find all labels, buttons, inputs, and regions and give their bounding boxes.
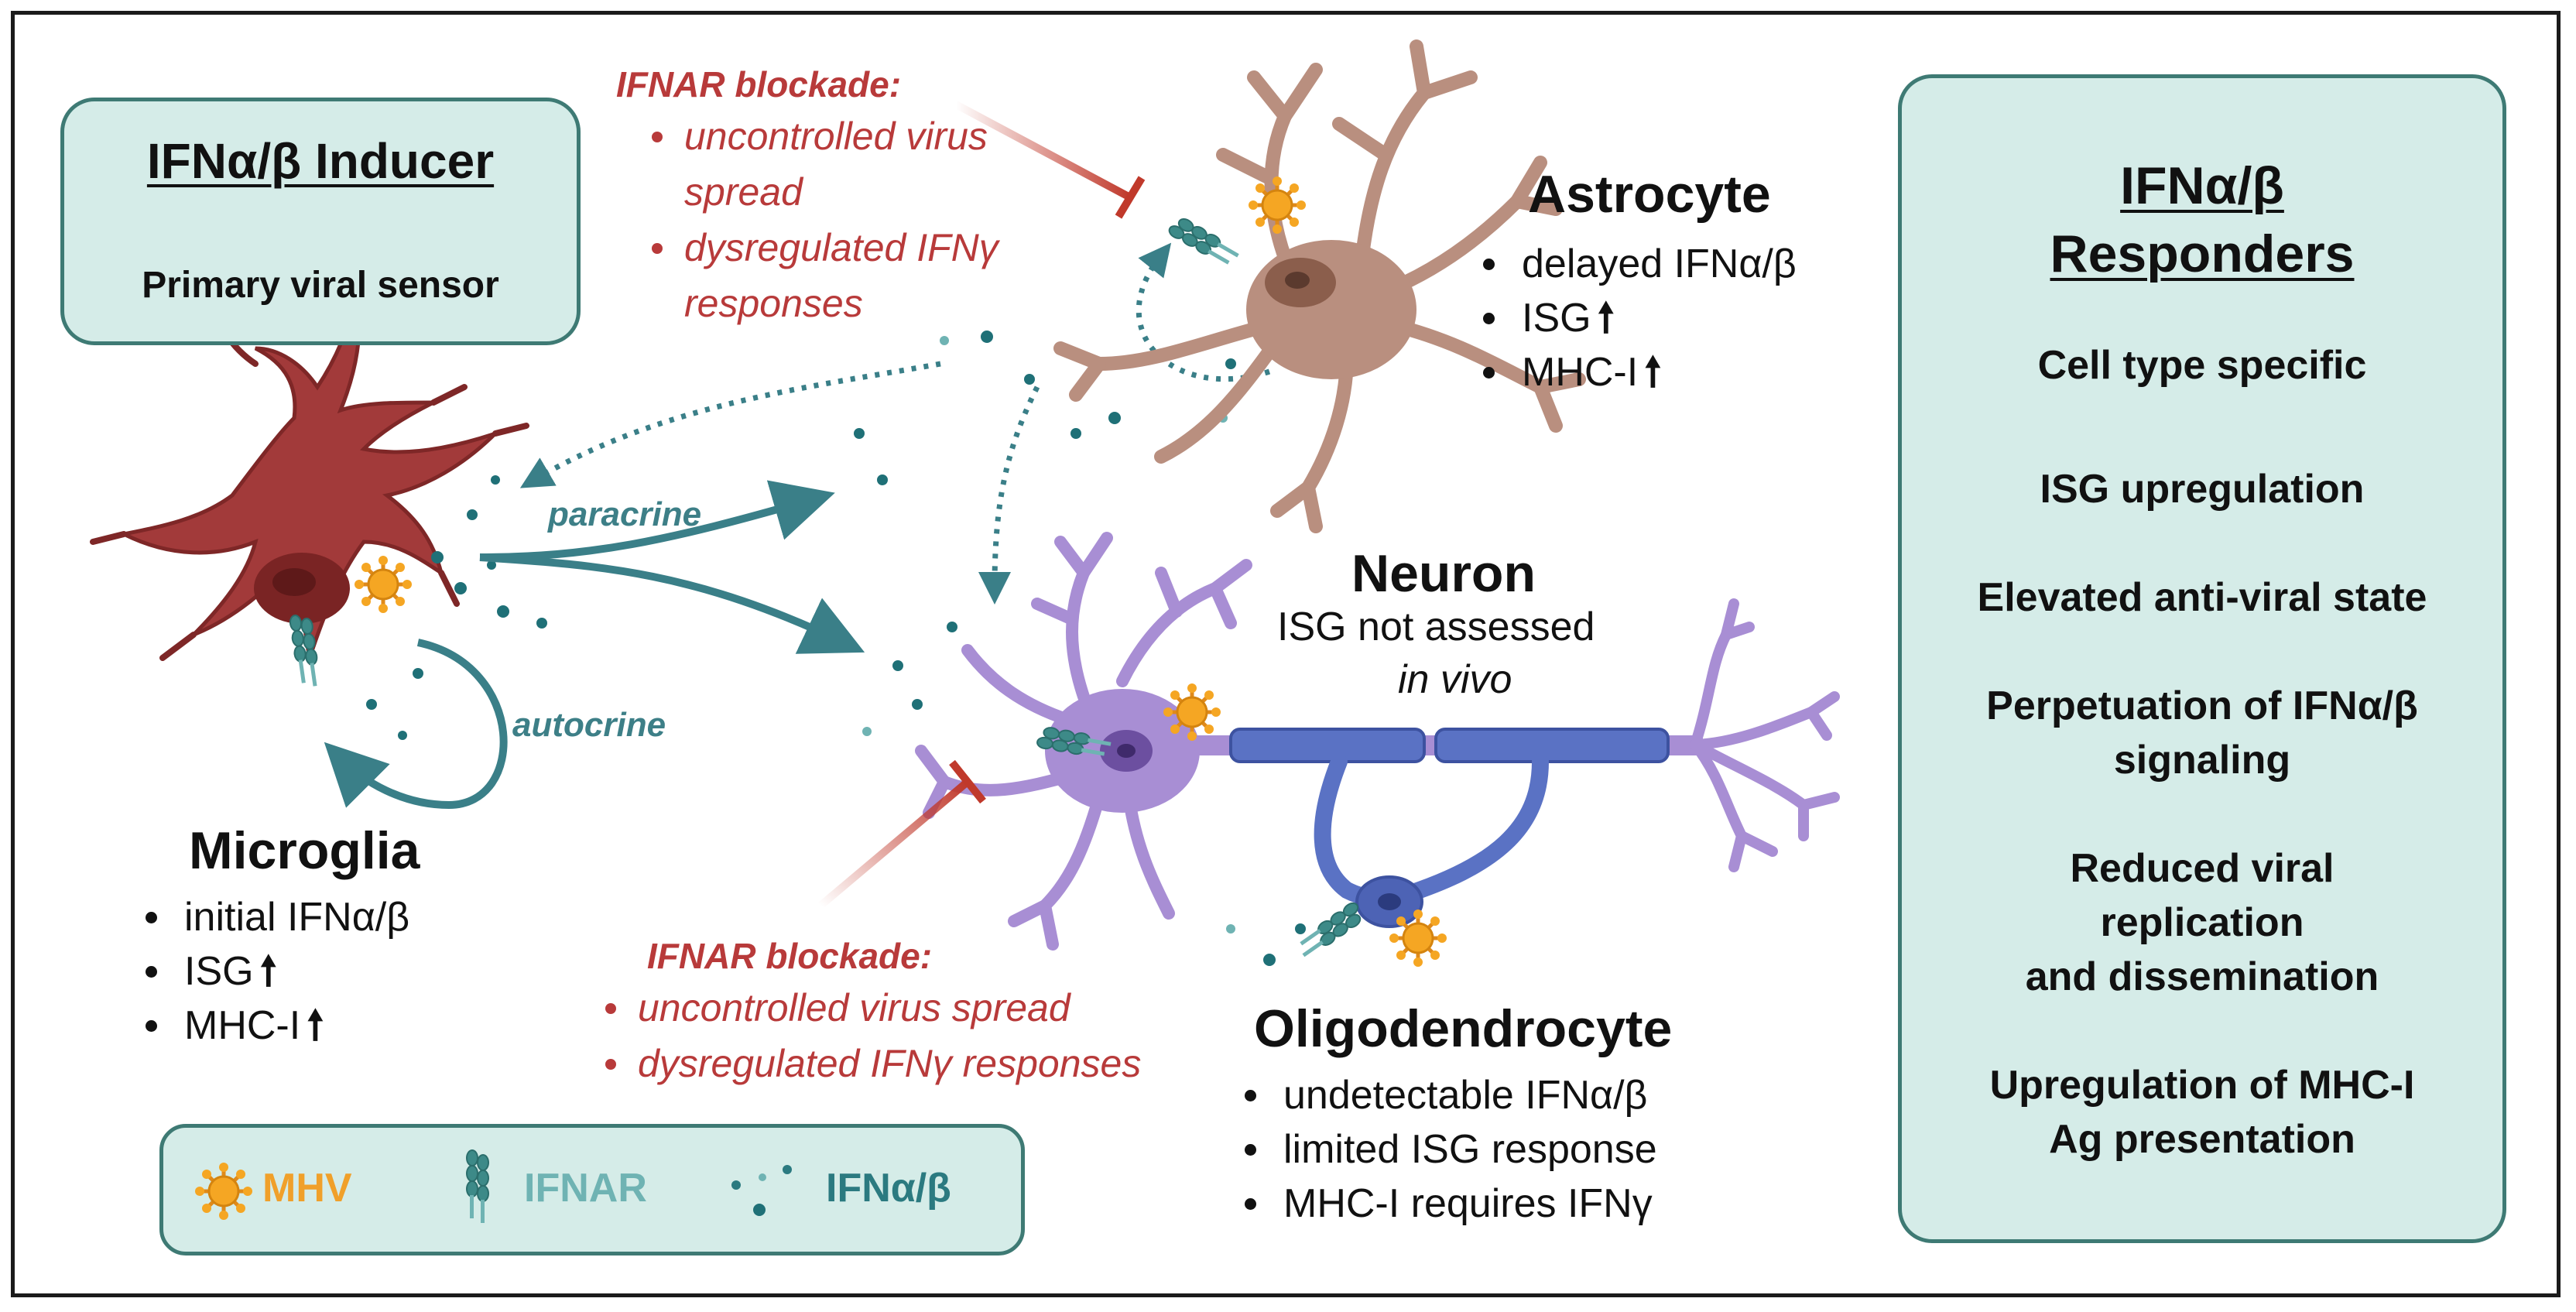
blockade-top-item: uncontrolled virus spread xyxy=(642,108,1076,220)
oligodendrocyte-cell xyxy=(1229,728,1670,967)
blockade-top-title: IFNAR blockade: xyxy=(616,64,902,104)
inducer-subtitle: Primary viral sensor xyxy=(142,265,499,306)
autocrine-arrow xyxy=(324,639,508,810)
ifn-dots-center xyxy=(854,331,1306,966)
blockade-bottom-item: uncontrolled virus spread xyxy=(596,980,1293,1036)
blockade-top-item: dysregulated IFNγ responses xyxy=(642,220,1076,331)
neuron-title: Neuron xyxy=(1351,544,1536,603)
responder-item: Elevated anti-viral state xyxy=(1977,575,2427,620)
neuron-line2: in vivo xyxy=(1398,657,1512,702)
up-arrow-icon: 🠕 xyxy=(259,949,277,994)
up-arrow-icon: 🠕 xyxy=(1597,296,1615,341)
ifn-dots-microglia xyxy=(366,475,547,740)
microglia-bullet: initial IFNα/β xyxy=(139,890,409,944)
inhibition-arrow-icon-bottom xyxy=(817,759,986,909)
dotted-arrow-to-microglia xyxy=(519,361,941,488)
microglia-bullets: initial IFNα/β ISG🠕 MHC-I🠕 xyxy=(139,890,409,1053)
astrocyte-bullet: ISG🠕 xyxy=(1477,291,1797,345)
paracrine-label: paracrine xyxy=(548,495,702,533)
inhibition-arrow-icon xyxy=(954,101,1146,219)
oligodendrocyte-bullets: undetectable IFNα/β limited ISG response… xyxy=(1238,1068,1657,1231)
ifn-dots-icon xyxy=(731,1165,792,1216)
dotted-arrow-to-neuron xyxy=(978,385,1040,605)
astrocyte-title: Astrocyte xyxy=(1528,165,1771,224)
oligodendrocyte-bullet: undetectable IFNα/β xyxy=(1238,1068,1657,1122)
responders-title-line1: IFNα/β xyxy=(2120,156,2284,215)
blockade-bottom-item: dysregulated IFNγ responses xyxy=(596,1036,1293,1091)
astrocyte-bullet: delayed IFNα/β xyxy=(1477,237,1797,291)
responder-item: replication xyxy=(2100,900,2304,945)
responder-item: and dissemination xyxy=(2025,954,2379,999)
responder-item: signaling xyxy=(2113,738,2291,783)
autocrine-label: autocrine xyxy=(512,706,666,744)
responder-item: ISG upregulation xyxy=(2040,467,2365,512)
microglia-bullet: ISG🠕 xyxy=(139,944,409,999)
legend-ifnar-label: IFNAR xyxy=(524,1166,647,1211)
blockade-bottom-title: IFNAR blockade: xyxy=(647,936,933,976)
paracrine-arrow-lower xyxy=(479,553,865,654)
legend-mhv-label: MHV xyxy=(262,1166,352,1211)
responder-item: Reduced viral xyxy=(2070,846,2334,891)
astrocyte-bullet: MHC-I🠕 xyxy=(1477,345,1797,399)
microglia-title: Microglia xyxy=(189,821,420,880)
oligodendrocyte-bullet: limited ISG response xyxy=(1238,1122,1657,1177)
up-arrow-icon: 🠕 xyxy=(1644,350,1662,395)
up-arrow-icon: 🠕 xyxy=(307,1003,324,1048)
astrocyte-bullets: delayed IFNα/β ISG🠕 MHC-I🠕 xyxy=(1477,237,1797,399)
responders-title-line2: Responders xyxy=(2050,224,2355,283)
oligodendrocyte-title: Oligodendrocyte xyxy=(1254,999,1673,1058)
inducer-box: IFNα/β Inducer Primary viral sensor xyxy=(60,98,581,345)
legend-box: MHV IFNAR IFNα/β xyxy=(159,1124,1025,1255)
oligodendrocyte-bullet: MHC-I requires IFNγ xyxy=(1238,1177,1657,1231)
responder-item: Ag presentation xyxy=(2049,1117,2355,1162)
blockade-bottom-list: uncontrolled virus spread dysregulated I… xyxy=(596,980,1293,1091)
inducer-title: IFNα/β Inducer xyxy=(146,133,495,189)
responder-item: Upregulation of MHC-I xyxy=(1989,1063,2415,1108)
responder-item: Perpetuation of IFNα/β xyxy=(1986,683,2418,728)
blockade-top-list: uncontrolled virus spread dysregulated I… xyxy=(642,108,1076,331)
astrocyte-cell xyxy=(1053,39,1586,533)
microglia-bullet: MHC-I🠕 xyxy=(139,999,409,1053)
ifnar-receptor-icon xyxy=(466,1149,489,1224)
responders-box: IFNα/β Responders Cell type specific ISG… xyxy=(1898,74,2506,1243)
neuron-line1: ISG not assessed xyxy=(1277,605,1595,649)
legend-ifn-label: IFNα/β xyxy=(826,1166,951,1211)
mhv-virus-icon xyxy=(193,1160,255,1222)
responder-item: Cell type specific xyxy=(2037,343,2367,388)
